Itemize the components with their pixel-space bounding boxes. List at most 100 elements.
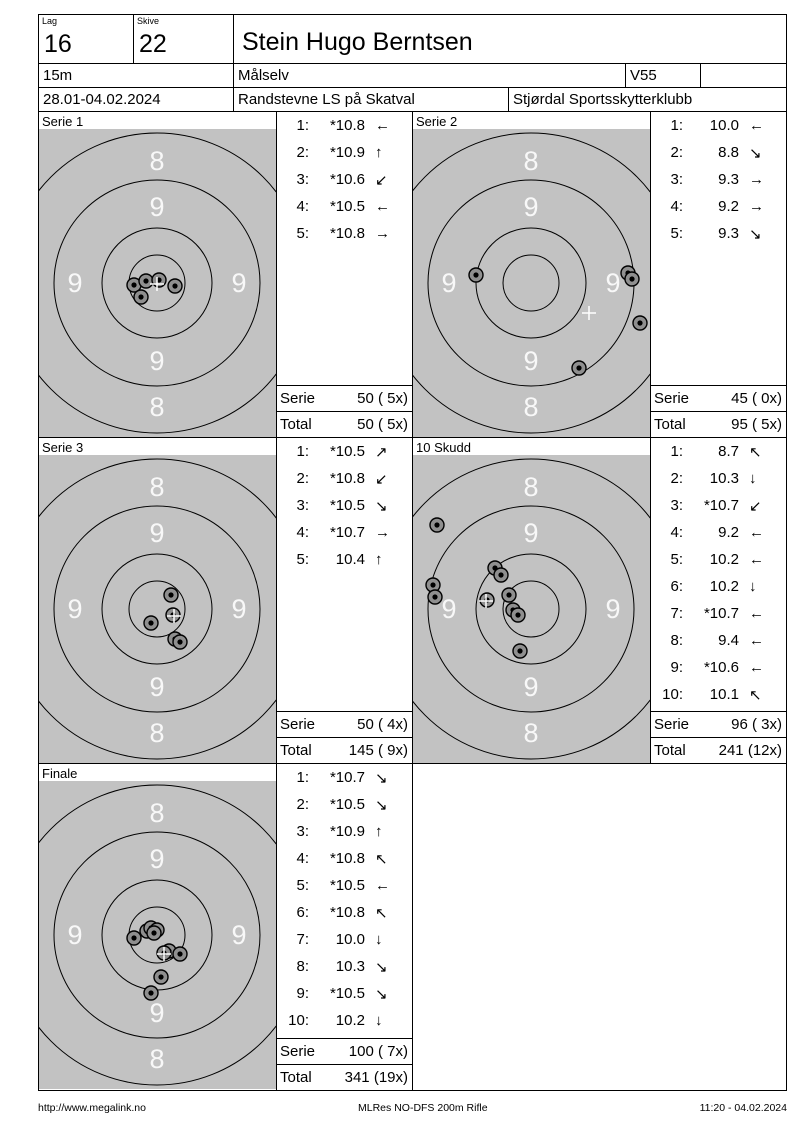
footer-timestamp: 11:20 - 04.02.2024: [699, 1102, 787, 1114]
total-row: Total 50 ( 5x): [277, 411, 412, 437]
shot-hole: [167, 278, 183, 294]
panel-title: Finale: [42, 766, 78, 781]
ring-number: 8: [149, 472, 164, 502]
ring-number: 9: [605, 268, 620, 298]
lag-label: Lag: [42, 16, 58, 26]
shot-row: 8:9.4←: [651, 627, 786, 654]
shot-direction-arrow: →: [749, 171, 764, 188]
serie-row: Serie 100 ( 7x): [277, 1038, 412, 1064]
shot-value: 10.4: [335, 551, 365, 568]
shot-list: 1:8.7↖2:10.3↓3:*10.7↙4:9.2←5:10.2←6:10.2…: [651, 438, 786, 711]
mean-point-cross: [167, 609, 181, 623]
panel-title: 10 Skudd: [416, 440, 471, 455]
shot-value: *10.9: [329, 144, 365, 161]
score-column: 1:*10.5↗2:*10.8↙3:*10.5↘4:*10.7→5:10.4↑ …: [276, 438, 412, 763]
shot-direction-arrow: ↓: [375, 931, 383, 948]
serie-label: Serie: [654, 716, 690, 733]
serie-value: 50 ( 5x): [357, 390, 408, 407]
shot-number: 2:: [670, 470, 683, 487]
shot-row: 4:9.2→: [651, 193, 786, 220]
shot-value: *10.8: [329, 225, 365, 242]
empty-panel-cell: [413, 764, 786, 1090]
shot-hole: [501, 587, 517, 603]
skive-cell: Skive 22: [134, 15, 234, 63]
shot-hole: [146, 925, 162, 941]
shot-number: 6:: [670, 578, 683, 595]
shot-value: *10.8: [329, 470, 365, 487]
shot-hole: [512, 643, 528, 659]
shot-value: *10.5: [329, 497, 365, 514]
panel-title: Serie 3: [42, 440, 84, 455]
shot-number: 2:: [296, 144, 309, 161]
shot-row: 5:*10.8→: [277, 220, 412, 247]
shot-row: 5:10.2←: [651, 546, 786, 573]
shot-direction-arrow: ↑: [375, 823, 383, 840]
shot-number: 4:: [296, 850, 309, 867]
shot-number: 10:: [288, 1012, 309, 1029]
shot-row: 7:*10.7←: [651, 600, 786, 627]
organizer-name: Stjørdal Sportsskytterklubb: [513, 91, 693, 108]
shooter-name: Stein Hugo Berntsen: [242, 28, 473, 56]
shot-value: *10.7: [329, 524, 365, 541]
footer-url[interactable]: http://www.megalink.no: [38, 1102, 146, 1114]
shot-number: 1:: [296, 117, 309, 134]
shot-direction-arrow: ↘: [749, 144, 762, 162]
shot-direction-arrow: ↑: [375, 551, 383, 568]
shot-row: 8:10.3↘: [277, 953, 412, 980]
shot-direction-arrow: ↖: [749, 686, 762, 704]
shot-row: 5:9.3↘: [651, 220, 786, 247]
shot-hole: [510, 607, 526, 623]
shot-number: 4:: [296, 198, 309, 215]
shot-value: *10.9: [329, 823, 365, 840]
ring-number: 8: [149, 1044, 164, 1074]
shot-value: 9.3: [718, 225, 739, 242]
distance: 15m: [39, 64, 234, 87]
shot-direction-arrow: →: [749, 198, 764, 215]
shot-row: 3:9.3→: [651, 166, 786, 193]
shot-value: *10.8: [329, 117, 365, 134]
ring-number: 8: [523, 718, 538, 748]
shot-direction-arrow: ↙: [749, 497, 762, 515]
serie-label: Serie: [280, 1043, 316, 1060]
shot-value: *10.5: [329, 443, 365, 460]
serie-label: Serie: [280, 716, 316, 733]
shot-hole: [429, 517, 445, 533]
shot-row: 6:10.2↓: [651, 573, 786, 600]
serie-row: Serie 45 ( 0x): [651, 385, 786, 411]
shot-row: 1:*10.8←: [277, 112, 412, 139]
ring-number: 9: [523, 518, 538, 548]
score-column: 1:*10.8←2:*10.9↑3:*10.6↙4:*10.5←5:*10.8→…: [276, 112, 412, 437]
shot-direction-arrow: ↘: [375, 985, 388, 1003]
total-value: 50 ( 5x): [357, 416, 408, 433]
shot-number: 1:: [296, 769, 309, 786]
shot-row: 10:10.1↖: [651, 681, 786, 708]
shot-number: 9:: [670, 659, 683, 676]
event-name: Randstevne LS på Skatval: [234, 88, 509, 111]
footer: http://www.megalink.no MLRes NO-DFS 200m…: [38, 1102, 787, 1114]
shot-hole: [632, 315, 648, 331]
shot-row: 3:*10.7↙: [651, 492, 786, 519]
shot-direction-arrow: ←: [749, 605, 764, 622]
shot-hole: [126, 930, 142, 946]
mean-point-cross: [479, 594, 493, 608]
shot-hole: [126, 277, 142, 293]
shot-direction-arrow: ↙: [375, 470, 388, 488]
footer-program-name: MLRes NO-DFS 200m Rifle: [358, 1102, 488, 1114]
shot-row: 9:*10.6←: [651, 654, 786, 681]
serie-row: Serie 50 ( 4x): [277, 711, 412, 737]
shot-hole: [153, 969, 169, 985]
header-row-1: Lag 16 Skive 22 Stein Hugo Berntsen: [39, 15, 786, 64]
ring-number: 8: [523, 146, 538, 176]
ring-number: 8: [523, 392, 538, 422]
shot-value: 10.2: [335, 1012, 365, 1029]
shot-direction-arrow: ↘: [375, 796, 388, 814]
header-row-3: 28.01-04.02.2024 Randstevne LS på Skatva…: [39, 88, 786, 112]
